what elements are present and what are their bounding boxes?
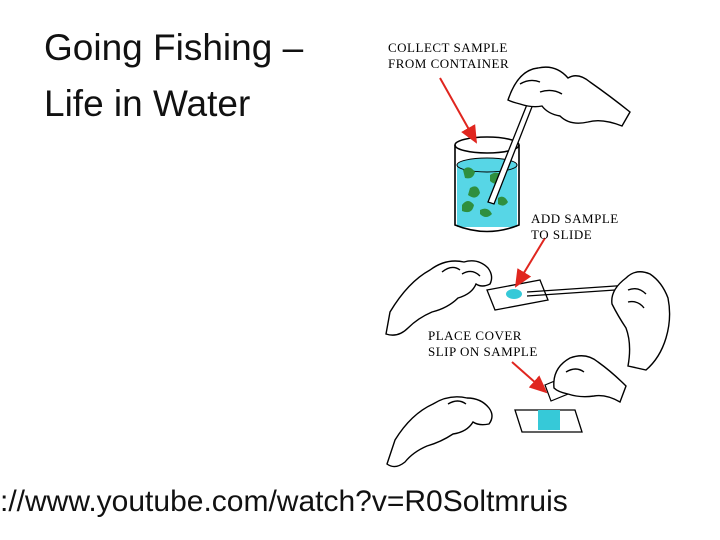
step-2-line-1: ADD SAMPLE bbox=[531, 211, 619, 226]
step-1-line-1: COLLECT SAMPLE bbox=[388, 40, 508, 55]
hand-2 bbox=[385, 260, 493, 336]
title-line-2: Life in Water bbox=[44, 83, 251, 124]
step-label-3: PLACE COVER SLIP ON SAMPLE bbox=[428, 328, 538, 360]
step-3-line-1: PLACE COVER bbox=[428, 328, 522, 343]
hand-3 bbox=[611, 271, 671, 371]
arrow-step-1 bbox=[439, 77, 477, 144]
hand-5 bbox=[386, 396, 493, 468]
slide-title: Going Fishing – Life in Water bbox=[44, 20, 303, 132]
step-2-line-2: TO SLIDE bbox=[531, 227, 593, 242]
beaker bbox=[454, 136, 520, 233]
step-label-1: COLLECT SAMPLE FROM CONTAINER bbox=[388, 40, 509, 72]
step-label-2: ADD SAMPLE TO SLIDE bbox=[531, 211, 619, 243]
hand-1 bbox=[507, 66, 631, 127]
arrow-step-2 bbox=[514, 237, 546, 288]
step-1-line-2: FROM CONTAINER bbox=[388, 56, 510, 71]
slide-1 bbox=[486, 279, 631, 311]
arrow-step-3 bbox=[511, 361, 548, 394]
video-url: ://www.youtube.com/watch?v=R0Soltmruis bbox=[0, 485, 568, 518]
step-arrows bbox=[439, 77, 548, 394]
title-line-1: Going Fishing – bbox=[44, 27, 304, 68]
step-3-line-2: SLIP ON SAMPLE bbox=[428, 344, 538, 359]
hand-4 bbox=[553, 355, 627, 404]
